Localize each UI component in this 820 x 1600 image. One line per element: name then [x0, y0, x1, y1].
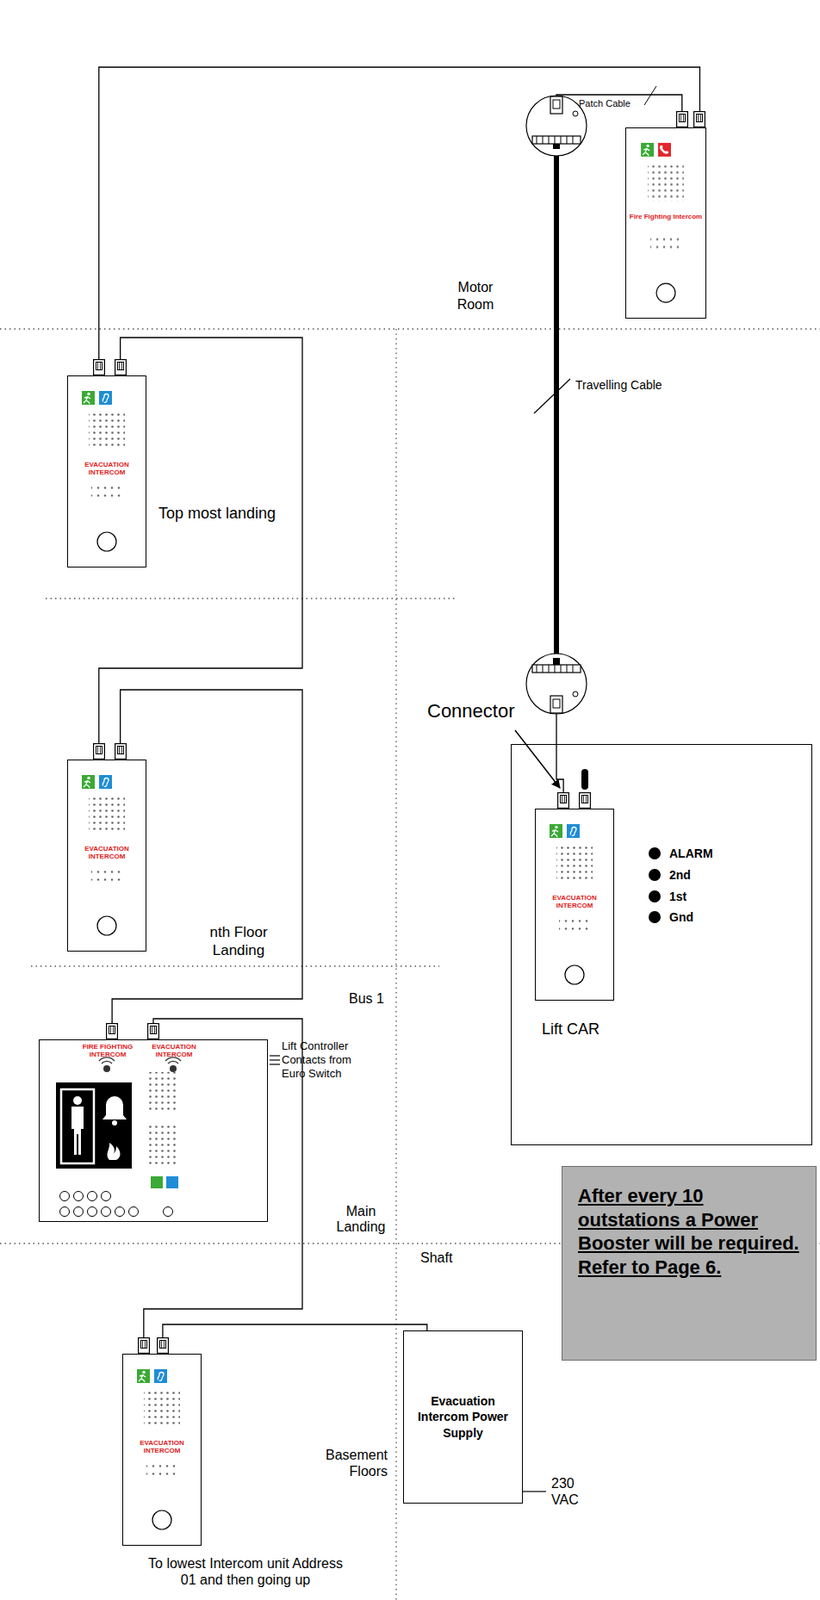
node-text: EVACUATION INTERCOM	[123, 1439, 201, 1455]
car-evacuation-intercom: EVACUATION INTERCOM	[534, 808, 615, 1001]
power-input-wire	[522, 1490, 547, 1492]
junction-box	[526, 95, 587, 156]
diagram-label: Patch Cable	[578, 97, 631, 110]
evacuation-intercom: EVACUATION INTERCOM	[67, 375, 147, 568]
node-text: EVACUATION INTERCOM	[135, 1043, 213, 1059]
node-text: FIRE FIGHTING INTERCOM	[68, 1043, 147, 1059]
wire-connector	[111, 689, 303, 1040]
diagram-label: Travelling Cable	[575, 377, 663, 393]
diagram-label: Connector	[427, 699, 516, 724]
diagram-label: Bus 1	[348, 990, 385, 1008]
node-text: Evacuation Intercom Power Supply	[403, 1393, 522, 1442]
node-text: EVACUATION INTERCOM	[68, 844, 146, 861]
diagram-label: To lowest Intercom unit Address 01 and t…	[142, 1555, 349, 1589]
car-buttons	[648, 847, 661, 924]
wire-connector	[162, 1324, 428, 1355]
evacuation-intercom: EVACUATION INTERCOM	[67, 759, 147, 952]
diagram-label: ALARM	[669, 845, 714, 862]
power-supply-box: Evacuation Intercom Power Supply	[403, 1330, 523, 1504]
main-panel-face	[55, 1057, 181, 1218]
leader-line	[515, 730, 560, 789]
diagram-label: Lift Controller Contacts from Euro Switc…	[281, 1039, 355, 1081]
cable-tick	[534, 378, 571, 414]
wire-connector	[99, 337, 303, 760]
node-text: Lift CAR	[541, 1020, 600, 1039]
node-text: EVACUATION INTERCOM	[68, 460, 146, 477]
node-text: Fire Fighting Intercom	[626, 212, 706, 221]
diagram-label: Basement Floors	[303, 1447, 388, 1480]
diagram-label: nth Floor Landing	[190, 923, 287, 960]
diagram-label: Shaft	[420, 1249, 453, 1268]
fire-fighting-intercom: Fire Fighting Intercom	[625, 127, 707, 319]
evacuation-intercom: EVACUATION INTERCOM	[122, 1354, 202, 1547]
junction-box	[526, 653, 587, 715]
diagram-label: Main Landing	[330, 1204, 392, 1236]
cable-tick	[644, 86, 657, 106]
node-text: After every 10 outstations a Power Boost…	[562, 1167, 816, 1297]
main-landing-panel: FIRE FIGHTING INTERCOMEVACUATION INTERCO…	[38, 1039, 268, 1223]
diagram-label: 1st	[669, 888, 687, 905]
controller-contacts	[269, 1056, 280, 1065]
lift-car-box: Lift CAR EVACUATION INTERCOM	[510, 744, 813, 1146]
diagram-label: Motor Room	[448, 279, 503, 314]
node-text: EVACUATION INTERCOM	[535, 894, 614, 910]
zone-dividers	[0, 329, 820, 1600]
diagram-label: 230 VAC	[551, 1475, 588, 1509]
antenna	[581, 769, 589, 790]
diagram-label: 2nd	[669, 867, 691, 883]
wire-connector	[143, 1018, 303, 1355]
diagram-label: Gnd	[669, 909, 694, 926]
diagram-label: Top most landing	[158, 503, 276, 524]
wire-connector	[99, 67, 701, 376]
note-box: After every 10 outstations a Power Boost…	[561, 1166, 817, 1361]
